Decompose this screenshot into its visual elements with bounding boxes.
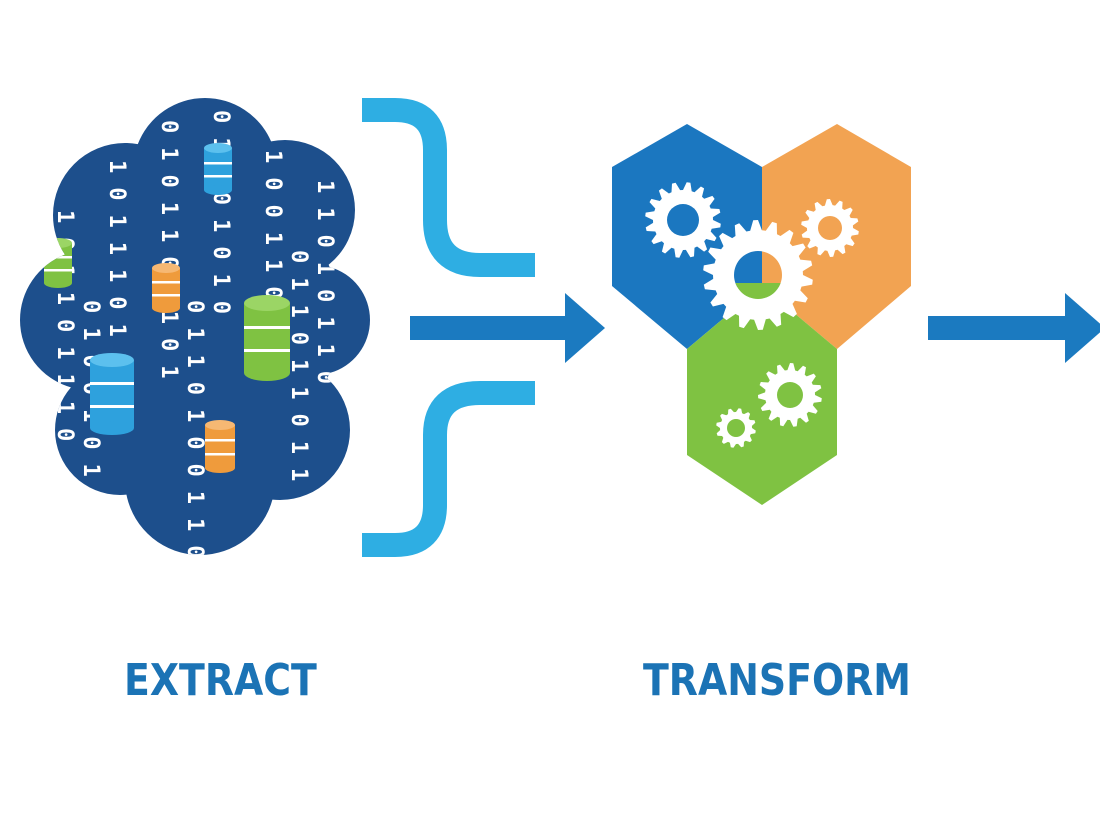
arrow-transform-to-load <box>928 293 1100 363</box>
database-cylinder-green-large <box>244 295 290 381</box>
binary-column: 011011011 <box>286 250 311 495</box>
binary-column: 01101010 <box>208 110 233 328</box>
binary-column: 1011101 <box>104 160 129 351</box>
gear-icon-orange <box>801 199 859 257</box>
database-cylinder-blue-large <box>90 353 134 435</box>
gear-icon-green-large <box>758 363 822 427</box>
pipe-bottom <box>362 381 535 557</box>
database-cylinder-orange-bottom <box>205 420 235 473</box>
pipe-top <box>362 98 535 277</box>
binary-column: 0110100110 <box>182 300 207 572</box>
binary-column: 11010110 <box>312 180 337 398</box>
database-cylinder-green-small <box>44 238 72 288</box>
extract-label: EXTRACT <box>124 655 317 706</box>
transform-label: TRANSFORM <box>643 655 911 706</box>
cloud-background <box>20 98 370 555</box>
database-cylinder-orange-top <box>152 263 180 313</box>
gear-icon-green-small <box>716 408 756 448</box>
gear-icon-center <box>703 220 813 330</box>
gear-icon-blue <box>645 182 721 258</box>
gear-icons <box>645 182 859 448</box>
database-cylinder-blue-small <box>204 143 232 195</box>
gears-hexagon-icon <box>612 124 911 505</box>
binary-column: 0101101101 <box>156 120 181 392</box>
arrow-extract-to-transform <box>410 293 605 363</box>
